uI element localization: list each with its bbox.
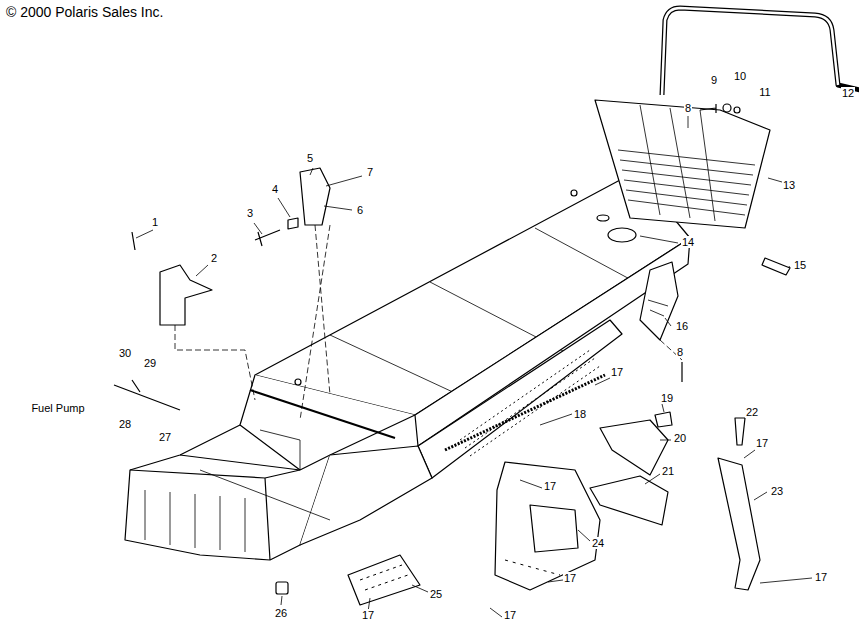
plate-21 <box>590 476 668 525</box>
screw-8 <box>681 362 682 382</box>
front-frame-detail <box>145 490 245 552</box>
rear-bumper <box>662 8 859 95</box>
callout-number: 29 <box>143 357 157 369</box>
callout-number: 24 <box>591 537 605 549</box>
bracket-5 <box>300 168 330 225</box>
nut-4 <box>288 218 298 229</box>
panel-holes <box>505 560 560 575</box>
tunnel-hole <box>608 228 636 242</box>
clip-22 <box>735 418 745 445</box>
bolt-3 <box>255 230 280 246</box>
callout-number: 23 <box>770 485 784 497</box>
callout-number: 17 <box>543 480 557 492</box>
rear-bracket-ribs <box>648 300 668 316</box>
callout-number: 17 <box>503 609 517 621</box>
callout-number: 14 <box>681 236 695 248</box>
callout-number: 17 <box>610 366 624 378</box>
block-19 <box>655 412 672 427</box>
callout-number: 3 <box>246 207 254 219</box>
callout-number: 15 <box>793 259 807 271</box>
callout-number: 2 <box>210 252 218 264</box>
callout-number: 5 <box>306 152 314 164</box>
running-board <box>418 320 622 478</box>
plate-holes <box>360 565 408 590</box>
callout-number: 17 <box>814 571 828 583</box>
callout-number: 21 <box>661 465 675 477</box>
tunnel-hole <box>571 190 577 196</box>
fuel-pump-hardware <box>114 380 180 410</box>
callout-number: 27 <box>158 431 172 443</box>
snow-flap-grid <box>618 105 755 221</box>
callout-number: 28 <box>118 418 132 430</box>
bulkhead-front <box>125 425 330 560</box>
callout-number: 9 <box>710 74 718 86</box>
rod <box>445 375 605 450</box>
rear-bracket <box>640 262 678 340</box>
callout-number: 6 <box>356 204 364 216</box>
callout-number: 18 <box>573 408 587 420</box>
callout-number: 13 <box>782 179 796 191</box>
callout-number: 1 <box>151 216 159 228</box>
plate-20 <box>600 420 668 475</box>
callout-number: 11 <box>758 86 771 98</box>
trim-15 <box>762 258 790 275</box>
callout-number: 17 <box>755 437 769 449</box>
callout-number: 10 <box>733 70 747 82</box>
panel-window <box>530 505 578 552</box>
callout-number: 26 <box>274 607 288 619</box>
snow-flap <box>595 100 770 228</box>
leader-lines <box>136 116 812 617</box>
alignment-lines <box>175 225 682 420</box>
tunnel-side <box>415 238 690 446</box>
rear-bumper-inner <box>662 8 838 95</box>
washer <box>723 104 731 112</box>
part-label: Fuel Pump <box>30 402 85 414</box>
callout-number: 19 <box>660 392 674 404</box>
plate-25 <box>348 555 420 605</box>
tunnel-hole <box>597 215 609 221</box>
bulkhead-inner <box>200 430 330 520</box>
callout-number: 4 <box>271 183 279 195</box>
cap-26 <box>276 582 288 594</box>
bolt <box>700 104 716 113</box>
callout-number: 25 <box>429 588 443 600</box>
callout-number: 17 <box>361 609 375 621</box>
callout-number: 8 <box>676 346 684 358</box>
callout-number: 12 <box>841 87 855 99</box>
callout-number: 20 <box>673 432 687 444</box>
screw-1 <box>132 232 135 250</box>
running-board-holes <box>460 350 600 456</box>
tunnel-hole <box>295 379 301 385</box>
nut <box>734 107 740 113</box>
callout-number: 17 <box>563 572 577 584</box>
side-rail <box>300 446 432 545</box>
bracket-2 <box>160 265 212 325</box>
callout-number: 8 <box>684 102 692 114</box>
callout-number: 16 <box>675 320 689 332</box>
front-frame <box>130 455 300 560</box>
strip-23 <box>718 458 760 590</box>
bulkhead-bar <box>250 390 395 438</box>
copyright-note: © 2000 Polaris Sales Inc. <box>5 5 164 20</box>
side-panel-24 <box>495 462 600 590</box>
callout-number: 22 <box>745 406 759 418</box>
callout-number: 30 <box>118 347 132 359</box>
callout-number: 7 <box>366 166 374 178</box>
